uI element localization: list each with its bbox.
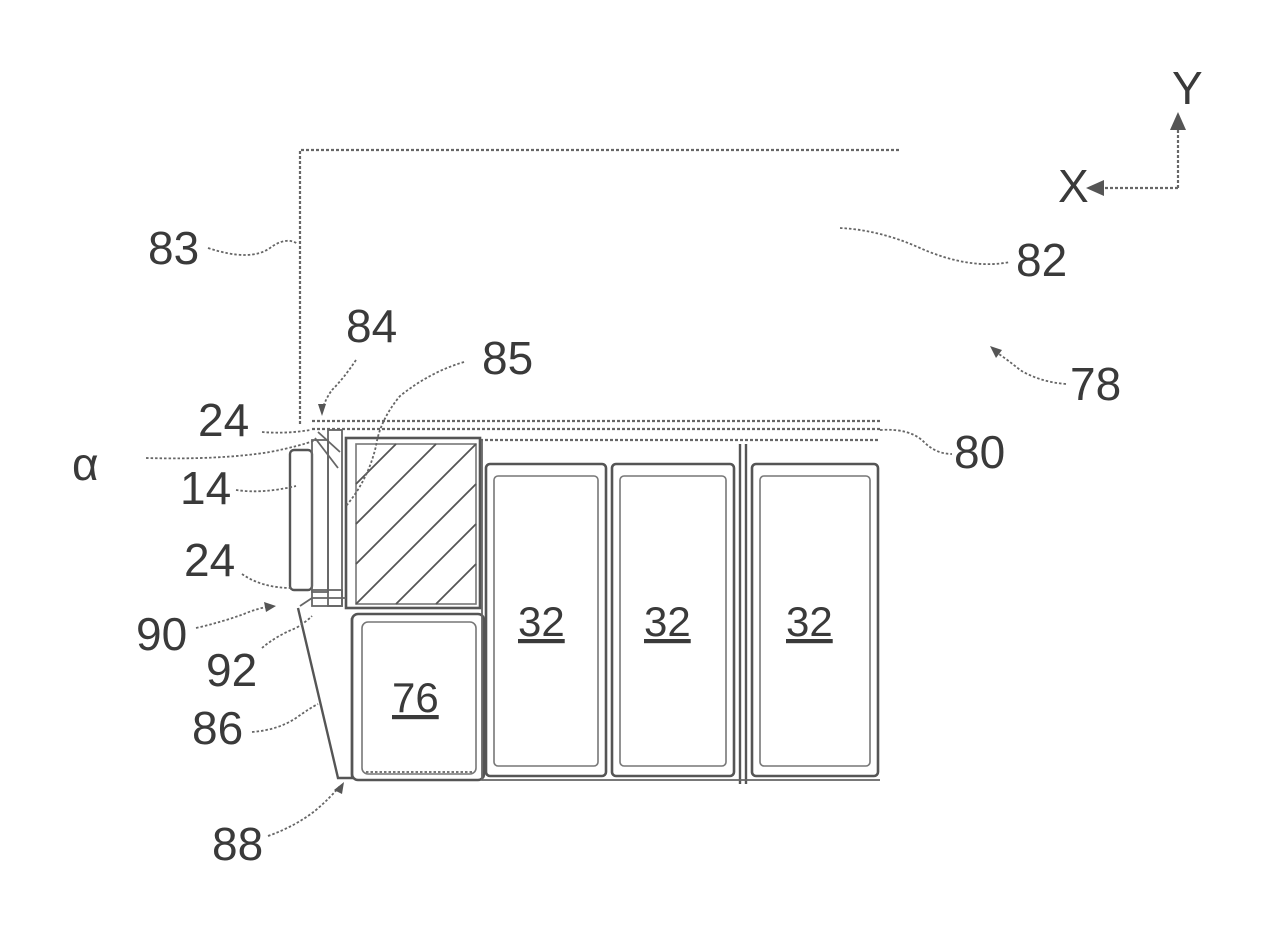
x-axis-label: X bbox=[1058, 160, 1089, 212]
wall-86-top bbox=[300, 598, 346, 606]
hatch-lines bbox=[356, 444, 476, 604]
label-84: 84 bbox=[346, 300, 397, 352]
label-86: 86 bbox=[192, 702, 243, 754]
separator bbox=[740, 444, 746, 784]
label-24-bottom: 24 bbox=[184, 534, 235, 586]
leader-90-arrow bbox=[264, 602, 276, 612]
leader-14 bbox=[236, 486, 296, 491]
hatched-block-frame bbox=[346, 438, 480, 608]
y-axis-arrow bbox=[1170, 112, 1186, 130]
leader-78-arrow bbox=[990, 346, 1002, 358]
wall-86-outline bbox=[298, 608, 352, 778]
leader-83 bbox=[208, 241, 298, 255]
label-92: 92 bbox=[206, 644, 257, 696]
label-24-top: 24 bbox=[198, 394, 249, 446]
leader-88 bbox=[268, 786, 340, 836]
leader-84 bbox=[322, 360, 356, 410]
leader-90 bbox=[196, 606, 272, 628]
label-80: 80 bbox=[954, 426, 1005, 478]
label-90: 90 bbox=[136, 608, 187, 660]
hatched-block-85 bbox=[346, 438, 480, 608]
leader-85 bbox=[346, 362, 464, 506]
label-78: 78 bbox=[1070, 358, 1121, 410]
leader-82 bbox=[840, 228, 1010, 264]
label-82: 82 bbox=[1016, 234, 1067, 286]
label-32-c: 32 bbox=[786, 598, 833, 645]
y-axis-label: Y bbox=[1172, 62, 1203, 114]
hatched-block-inner bbox=[356, 444, 476, 604]
leader-24-top bbox=[262, 430, 310, 433]
label-14: 14 bbox=[180, 462, 231, 514]
wall-86 bbox=[298, 598, 352, 778]
label-32-a: 32 bbox=[518, 598, 565, 645]
housing-82 bbox=[300, 150, 900, 424]
reference-numerals: 83 82 84 85 78 24 80 α 14 24 90 92 86 88… bbox=[72, 222, 1121, 870]
leader-86 bbox=[252, 704, 318, 732]
label-alpha: α bbox=[72, 438, 99, 490]
label-85: 85 bbox=[482, 332, 533, 384]
label-83: 83 bbox=[148, 222, 199, 274]
element-14-frame bbox=[290, 450, 312, 590]
component-stack bbox=[290, 430, 342, 606]
axis-indicator: Y X bbox=[1058, 62, 1203, 212]
leader-24-bottom bbox=[242, 574, 292, 588]
leader-88-arrow bbox=[334, 782, 344, 794]
label-32-b: 32 bbox=[644, 598, 691, 645]
label-88: 88 bbox=[212, 818, 263, 870]
housing-outline bbox=[300, 150, 900, 424]
leader-84-arrow bbox=[318, 404, 326, 416]
leader-80 bbox=[880, 430, 952, 454]
label-76: 76 bbox=[392, 674, 439, 721]
leader-78 bbox=[996, 352, 1066, 384]
element-14-strip bbox=[312, 440, 328, 592]
x-axis-arrow bbox=[1086, 180, 1104, 196]
